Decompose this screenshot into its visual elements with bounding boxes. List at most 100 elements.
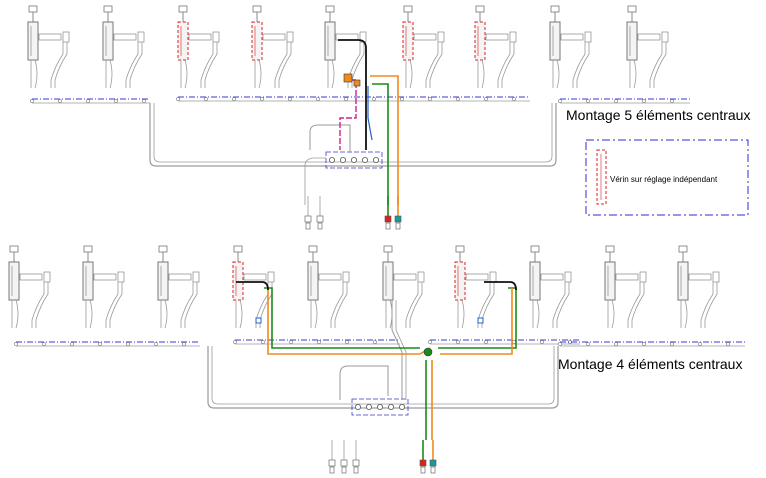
cylinder-cap [605,245,615,253]
cylinder-body [529,261,541,301]
header-tee [512,340,516,344]
unit-hose [461,299,465,329]
orange-fitting [353,79,361,87]
header-tee [540,340,544,344]
valve-block [465,273,489,281]
return-loop-inner [211,346,555,405]
unit-hose [556,282,570,328]
quick-coupler [384,215,392,223]
distribution-manifold [351,398,409,416]
header-tee [512,97,516,101]
valve-block [560,33,584,41]
blue-fitting [477,317,484,324]
cylinder-cap [252,5,262,13]
cylinder-body [232,261,244,301]
unit-hose [556,59,560,89]
header-tee [261,340,265,344]
unit-hose [274,42,288,88]
coupler-tip [430,466,436,474]
return-loop [207,346,559,409]
unit-hose [105,282,119,328]
cylinder-unit [677,245,720,329]
manifold-port [398,403,405,410]
valve-block [637,33,661,41]
header-tee [233,340,237,344]
quick-coupler [328,459,336,467]
unit-hose [34,59,38,89]
cylinder-cap [28,5,38,13]
manifold-port [350,156,357,163]
hose-black [338,39,367,150]
unit-hose [331,59,335,89]
cylinder-unit [82,245,125,329]
valve-block [393,273,417,281]
cylinder-unit [157,245,200,329]
unit-hose [611,299,615,329]
coupler-tip [353,466,359,474]
valve-fitting [489,271,497,283]
cylinder-body [177,21,189,61]
header-tee [176,97,180,101]
header-tee [317,340,321,344]
tee-fitting [423,347,433,357]
valve-fitting [417,271,425,283]
valve-fitting [639,271,647,283]
header-tee [260,97,264,101]
unit-hose [631,282,645,328]
header-tee [428,97,432,101]
unit-hose [633,59,637,89]
cylinder-unit [604,245,647,329]
cylinder-unit [382,245,425,329]
cylinder-cap [325,5,335,13]
manifold-port [365,403,372,410]
manifold-link [339,365,389,400]
unit-hose [536,299,540,329]
unit-hose [425,42,439,88]
cylinder-cap [308,245,318,253]
montage-5-caption: Montage 5 éléments centraux [566,107,751,123]
valve-block [168,273,192,281]
cylinder-unit [626,5,669,89]
unit-hose [429,42,443,88]
unit-hose [109,282,123,328]
valve-block [243,273,267,281]
cylinder-body [324,21,336,61]
cylinder-body [251,21,263,61]
unit-hose [330,282,344,328]
header-tee [114,99,118,103]
unit-hose [576,42,590,88]
quick-coupler [352,459,360,467]
header-tee [142,99,146,103]
hose-black [236,281,269,291]
header-tee [372,97,376,101]
legend-box [585,139,749,216]
unit-hose [200,42,214,88]
header-tee [586,342,590,346]
manifold-link [304,157,326,205]
cylinder-body [102,21,114,61]
valve-block [19,273,43,281]
unit-hose [481,59,485,89]
header-tee [456,97,460,101]
header-tee [289,340,293,344]
manifold-port [376,403,383,410]
blue-fitting [255,317,262,324]
unit-hose [649,42,663,88]
hose-blue [367,86,373,141]
header-tee [428,340,432,344]
valve-fitting [117,271,125,283]
cylinder-cap [103,5,113,13]
valve-block [93,273,117,281]
distribution-manifold [325,151,383,169]
coupler-tip [305,222,311,230]
header-tee [726,342,730,346]
unit-hose [258,59,262,89]
unit-hose [501,42,515,88]
quick-coupler [419,459,427,467]
valve-fitting [584,31,592,43]
valve-block [262,33,286,41]
cylinder-cap [530,245,540,253]
valve-block [688,273,712,281]
valve-block [615,273,639,281]
